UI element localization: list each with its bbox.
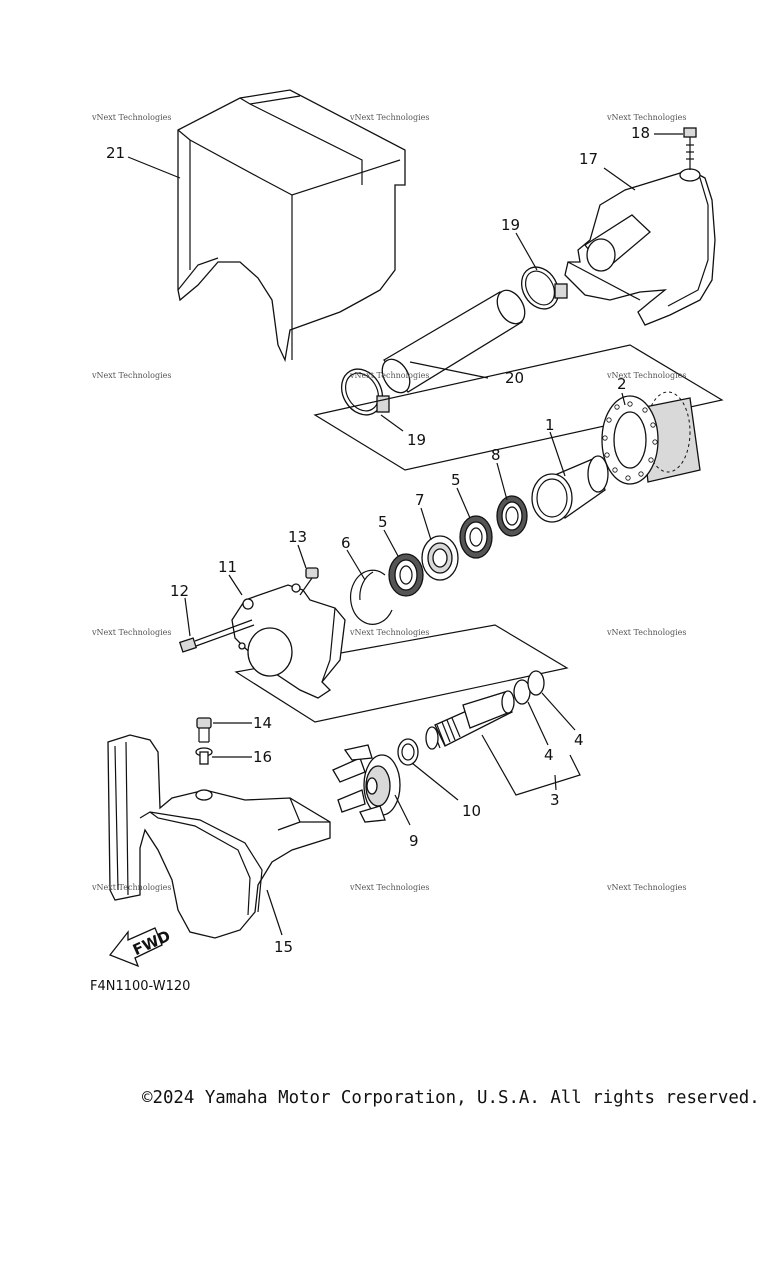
label-16: 16 <box>253 748 272 766</box>
part-13-nut <box>299 567 319 596</box>
label-18: 18 <box>631 124 650 142</box>
label-9: 9 <box>409 832 419 850</box>
svg-text:vNext Technologies: vNext Technologies <box>606 113 686 122</box>
label-19-upper: 19 <box>501 216 520 234</box>
part-5-seal-upper <box>459 515 493 559</box>
label-6: 6 <box>341 534 351 552</box>
copyright-notice: ©2024 Yamaha Motor Corporation, U.S.A. A… <box>142 1088 760 1108</box>
part-6-snap-ring <box>349 569 393 625</box>
part-18-bolt <box>683 127 697 170</box>
label-5-upper: 5 <box>451 471 461 489</box>
label-3: 3 <box>550 791 560 809</box>
label-5-lower: 5 <box>378 513 388 531</box>
part-7-bearing <box>421 535 459 581</box>
label-4-b: 4 <box>574 731 584 749</box>
svg-text:vNext Technologies: vNext Technologies <box>349 371 429 380</box>
svg-text:vNext Technologies: vNext Technologies <box>349 628 429 637</box>
part-11-housing <box>231 583 346 699</box>
assembly-bracket-upper <box>313 344 724 471</box>
part-1-sleeve <box>531 455 609 523</box>
svg-text:vNext Technologies: vNext Technologies <box>91 371 171 380</box>
part-4-o-ring-b <box>527 670 545 696</box>
part-8-seal <box>496 495 528 537</box>
label-21: 21 <box>106 144 125 162</box>
label-19-lower: 19 <box>407 431 426 449</box>
part-12-bolt <box>178 619 255 653</box>
svg-text:vNext Technologies: vNext Technologies <box>91 883 171 892</box>
label-13: 13 <box>288 528 307 546</box>
label-20: 20 <box>505 369 524 387</box>
part-5-seal-lower <box>388 553 424 597</box>
svg-text:vNext Technologies: vNext Technologies <box>606 371 686 380</box>
part-2-ring <box>601 391 701 485</box>
part-14-bolt <box>196 717 212 743</box>
label-10: 10 <box>462 802 481 820</box>
label-11: 11 <box>218 558 237 576</box>
svg-text:vNext Technologies: vNext Technologies <box>606 883 686 892</box>
part-16-washer <box>195 747 213 765</box>
leader-lines <box>127 133 683 936</box>
svg-text:vNext Technologies: vNext Technologies <box>91 628 171 637</box>
label-4-a: 4 <box>544 746 554 764</box>
drawing-code: F4N1100-W120 <box>90 979 190 994</box>
watermarks: vNext Technologies vNext Technologies vN… <box>91 113 686 892</box>
label-14: 14 <box>253 714 272 732</box>
part-19-clamp-upper <box>520 266 568 310</box>
label-7: 7 <box>415 491 425 509</box>
part-20-hose <box>381 289 526 394</box>
label-12: 12 <box>170 582 189 600</box>
label-1: 1 <box>545 416 555 434</box>
part-21-cover <box>177 89 406 363</box>
assembly-bracket-lower <box>234 624 569 723</box>
svg-text:vNext Technologies: vNext Technologies <box>606 628 686 637</box>
label-17: 17 <box>579 150 598 168</box>
part-17-nozzle <box>564 168 716 326</box>
label-8: 8 <box>491 446 501 464</box>
part-10-washer <box>397 738 419 766</box>
forward-arrow: FWD <box>108 927 173 968</box>
part-15-grate <box>107 734 331 939</box>
svg-text:vNext Technologies: vNext Technologies <box>349 113 429 122</box>
svg-text:vNext Technologies: vNext Technologies <box>91 113 171 122</box>
part-3-shaft <box>425 690 515 750</box>
label-15: 15 <box>274 938 293 956</box>
part-9-impeller <box>332 744 401 823</box>
svg-text:vNext Technologies: vNext Technologies <box>349 883 429 892</box>
label-2: 2 <box>617 375 627 393</box>
